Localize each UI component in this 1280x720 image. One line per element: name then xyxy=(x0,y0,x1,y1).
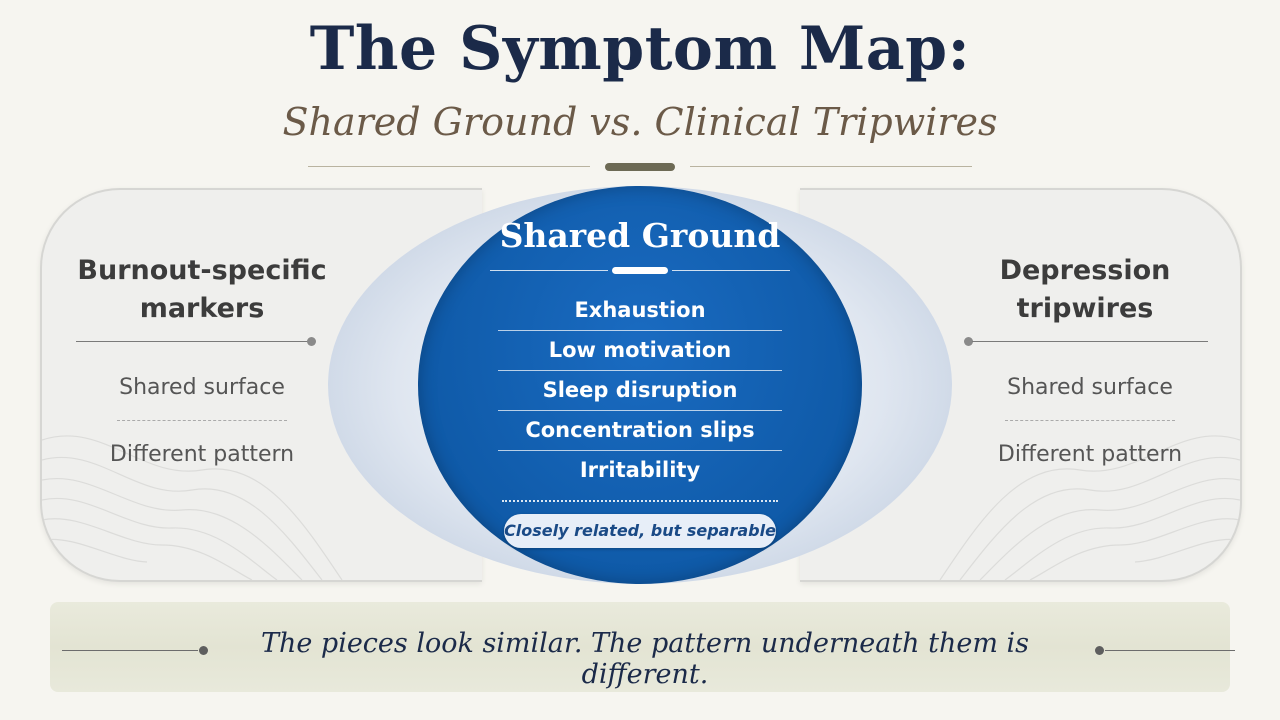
symptom-divider xyxy=(498,330,782,331)
symptom-item-low-motivation: Low motivation xyxy=(548,338,732,362)
shared-ground-rule-left xyxy=(490,270,608,271)
burnout-title-line2: markers xyxy=(139,293,265,324)
depression-different-pattern: Different pattern xyxy=(997,442,1183,467)
shared-ground-title: Shared Ground xyxy=(499,216,781,255)
page-title: The Symptom Map: xyxy=(309,14,971,84)
depression-title-line2: tripwires xyxy=(1016,293,1154,324)
shared-ground-circle: Shared Ground Exhaustion Low motivation … xyxy=(418,186,862,584)
symptom-item-exhaustion: Exhaustion xyxy=(574,298,706,322)
symptom-divider xyxy=(498,450,782,451)
shared-ground-notch xyxy=(612,267,668,274)
shared-ground-rule-right xyxy=(672,270,790,271)
separable-note-badge: Closely related, but separable xyxy=(504,514,776,548)
title-notch xyxy=(605,163,675,171)
page-subtitle: Shared Ground vs. Clinical Tripwires xyxy=(282,100,998,144)
burnout-title-line1: Burnout-specific xyxy=(77,255,327,286)
burnout-shared-surface: Shared surface xyxy=(119,375,285,400)
symptom-item-sleep-disruption: Sleep disruption xyxy=(542,378,738,402)
contour-pattern-left xyxy=(42,435,343,580)
title-rule-left xyxy=(308,166,590,167)
burnout-panel-rule xyxy=(76,341,312,342)
depression-shared-surface: Shared surface xyxy=(1007,375,1173,400)
depression-panel-title: Depression tripwires xyxy=(955,252,1215,328)
footer-dot-left xyxy=(199,646,208,655)
footer-dot-right xyxy=(1095,646,1104,655)
burnout-panel-dot xyxy=(307,337,316,346)
contour-pattern-right xyxy=(939,435,1240,580)
symptom-divider xyxy=(498,410,782,411)
burnout-panel-title: Burnout-specific markers xyxy=(72,252,332,328)
symptom-divider xyxy=(498,370,782,371)
burnout-different-pattern: Different pattern xyxy=(109,442,295,467)
burnout-dashed-divider xyxy=(117,420,287,421)
footer-banner xyxy=(50,602,1230,692)
symptom-item-irritability: Irritability xyxy=(579,458,701,482)
depression-panel-rule xyxy=(972,341,1208,342)
title-rule-right xyxy=(690,166,972,167)
depression-title-line1: Depression xyxy=(999,255,1171,286)
symptom-item-concentration-slips: Concentration slips xyxy=(525,418,755,442)
footer-rule-left xyxy=(62,650,198,651)
dotted-divider xyxy=(502,500,778,502)
footer-rule-right xyxy=(1105,650,1235,651)
depression-panel-dot xyxy=(964,337,973,346)
footer-caption: The pieces look similar. The pattern und… xyxy=(260,628,1030,690)
depression-dashed-divider xyxy=(1005,420,1175,421)
